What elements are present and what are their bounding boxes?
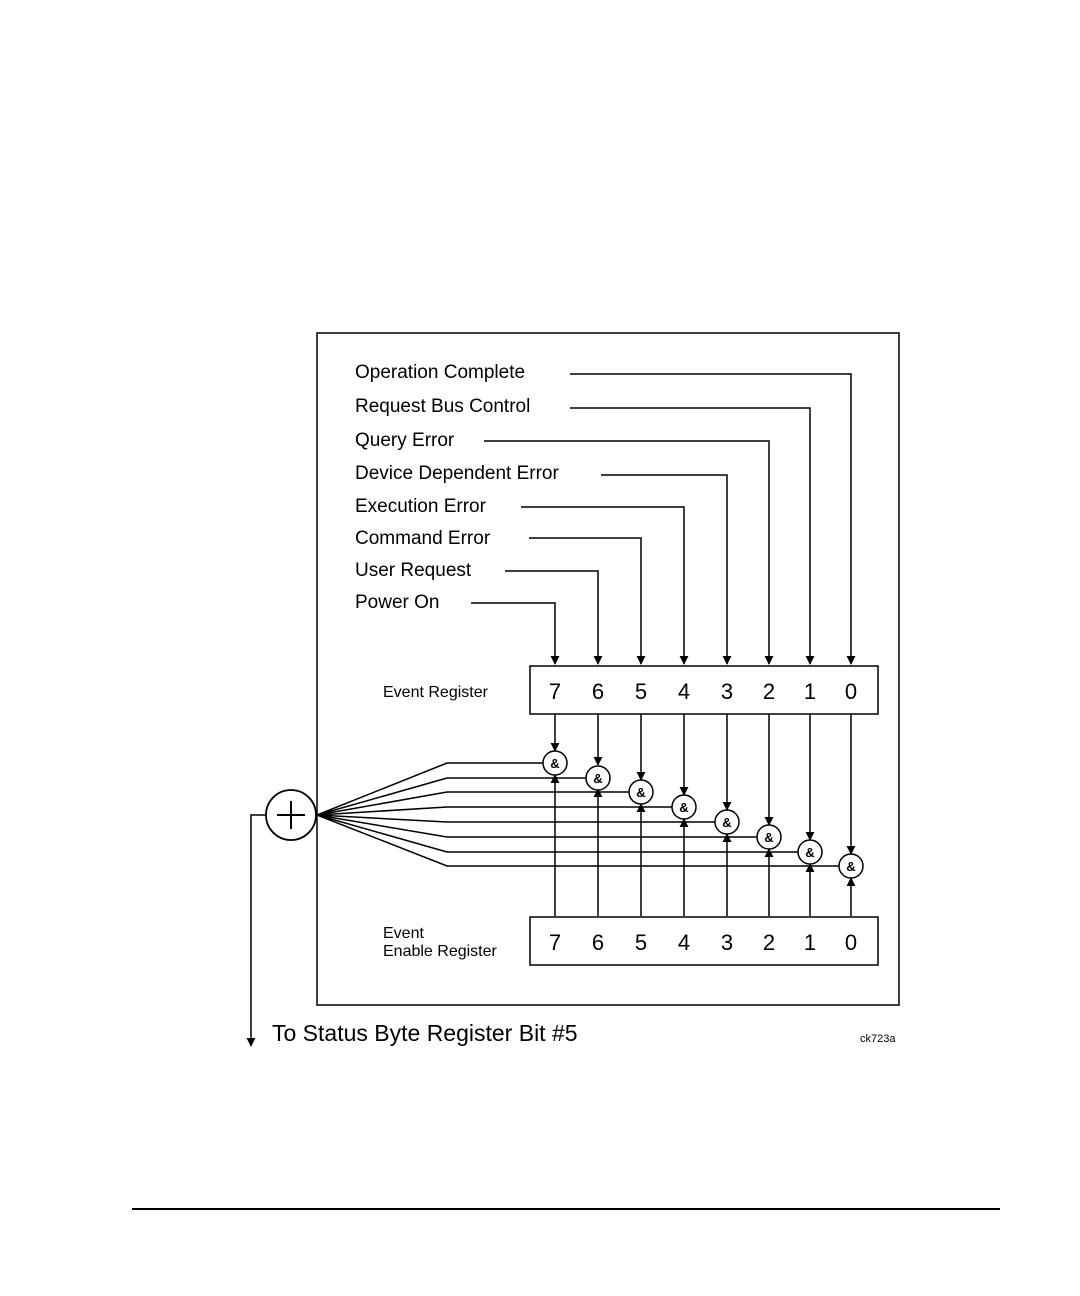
enable-register-title-line1: Event	[383, 925, 424, 942]
event-register-bit-2: 2	[763, 679, 775, 704]
event-line-bit-3	[601, 475, 727, 664]
event-register-bit-5: 5	[635, 679, 647, 704]
event-label-request-bus-control: Request Bus Control	[355, 396, 530, 417]
event-register-bit-7: 7	[549, 679, 561, 704]
and-gate-bit-1: &	[798, 840, 822, 864]
enable-register-bit-3: 3	[721, 930, 733, 955]
enable-register-bit-5: 5	[635, 930, 647, 955]
enable-register-title-line2: Enable Register	[383, 943, 498, 960]
and-gate-bit-2: &	[757, 825, 781, 849]
event-labels: Operation Complete Request Bus Control Q…	[355, 362, 559, 613]
svg-text:&: &	[846, 859, 855, 874]
event-register-bits: 7 6 5 4 3 2 1 0	[549, 679, 857, 704]
event-line-bit-6	[505, 571, 598, 664]
event-register-bit-0: 0	[845, 679, 857, 704]
svg-text:&: &	[764, 830, 773, 845]
and-gate-bit-3: &	[715, 810, 739, 834]
enable-register-bit-4: 4	[678, 930, 690, 955]
and-gate-bit-7: &	[543, 751, 567, 775]
event-line-bit-0	[570, 374, 851, 664]
event-register-bit-4: 4	[678, 679, 690, 704]
event-label-query-error: Query Error	[355, 430, 455, 451]
and-gate-bit-6: &	[586, 766, 610, 790]
event-register-title: Event Register	[383, 684, 489, 701]
enable-register-box	[530, 917, 878, 965]
enable-register-bit-7: 7	[549, 930, 561, 955]
svg-text:&: &	[679, 800, 688, 815]
svg-text:&: &	[550, 756, 559, 771]
event-line-bit-7	[471, 603, 555, 664]
enable-register-bit-1: 1	[804, 930, 816, 955]
figure-id: ck723a	[860, 1033, 896, 1045]
event-line-bit-5	[529, 538, 641, 664]
event-line-bit-4	[521, 507, 684, 664]
enable-register-bit-6: 6	[592, 930, 604, 955]
svg-text:&: &	[722, 815, 731, 830]
svg-text:&: &	[593, 771, 602, 786]
event-register-bit-6: 6	[592, 679, 604, 704]
event-label-user-request: User Request	[355, 560, 472, 581]
enable-register-bit-0: 0	[845, 930, 857, 955]
enable-register-bits: 7 6 5 4 3 2 1 0	[549, 930, 857, 955]
and-gate-bit-4: &	[672, 795, 696, 819]
event-line-bit-1	[570, 408, 810, 664]
and-gate-bit-5: &	[629, 780, 653, 804]
event-register-bit-1: 1	[804, 679, 816, 704]
svg-text:&: &	[636, 785, 645, 800]
svg-text:&: &	[805, 845, 814, 860]
or-output-line	[251, 815, 266, 1046]
event-label-execution-error: Execution Error	[355, 496, 487, 517]
or-gate	[266, 790, 316, 840]
event-label-command-error: Command Error	[355, 528, 491, 549]
event-label-power-on: Power On	[355, 592, 439, 613]
event-input-lines	[471, 374, 851, 664]
and-gates: & & & & & & & &	[543, 751, 863, 878]
event-label-operation-complete: Operation Complete	[355, 362, 525, 383]
enable-register-bit-2: 2	[763, 930, 775, 955]
page-footer-rule	[132, 1208, 1000, 1210]
and-to-or-lines	[317, 763, 839, 866]
output-label: To Status Byte Register Bit #5	[272, 1020, 578, 1046]
event-register-bit-3: 3	[721, 679, 733, 704]
and-gate-bit-0: &	[839, 854, 863, 878]
event-register-box	[530, 666, 878, 714]
event-label-device-dependent-error: Device Dependent Error	[355, 463, 559, 484]
